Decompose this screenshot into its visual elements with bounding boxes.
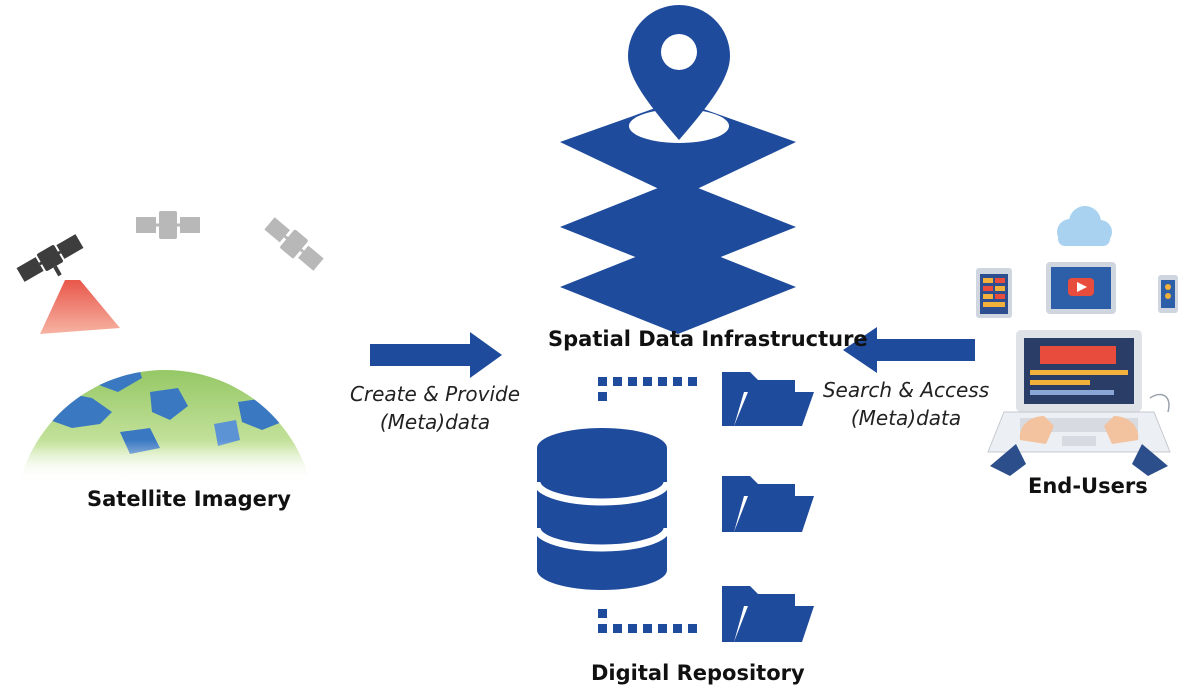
search-access-label: Search & Access (Meta)data [816, 376, 996, 432]
sdi-label: Spatial Data Infrastructure [548, 327, 868, 351]
map-pin-icon [628, 5, 730, 140]
laptop-icon [987, 330, 1171, 453]
tablet-icon [976, 268, 1012, 318]
arrow-right-icon [370, 332, 502, 378]
create-provide-line2: (Meta)data [379, 410, 491, 434]
search-access-line1: Search & Access [822, 378, 990, 402]
database-icon [533, 428, 671, 590]
phone-icon [1158, 275, 1178, 313]
satellite-beam [40, 280, 120, 334]
arrow-left-icon [843, 327, 975, 373]
digital-repository-label: Digital Repository [591, 661, 805, 685]
folder-icon [722, 586, 814, 642]
search-access-line2: (Meta)data [850, 406, 962, 430]
video-tablet-icon [1046, 262, 1116, 314]
satellite-imagery-label: Satellite Imagery [87, 487, 291, 511]
satellite-icon [136, 211, 200, 239]
globe-icon [15, 370, 315, 480]
end-users-label: End-Users [1028, 474, 1148, 498]
hands-icon [990, 416, 1168, 476]
satellite-icon [16, 234, 84, 282]
cloud-icon [1057, 206, 1112, 246]
folder-icon [722, 372, 814, 426]
repository-connectors [598, 377, 697, 633]
satellite-icon [264, 217, 324, 271]
folder-icon [722, 476, 814, 532]
create-provide-label: Create & Provide (Meta)data [345, 380, 525, 436]
create-provide-line1: Create & Provide [349, 382, 521, 406]
